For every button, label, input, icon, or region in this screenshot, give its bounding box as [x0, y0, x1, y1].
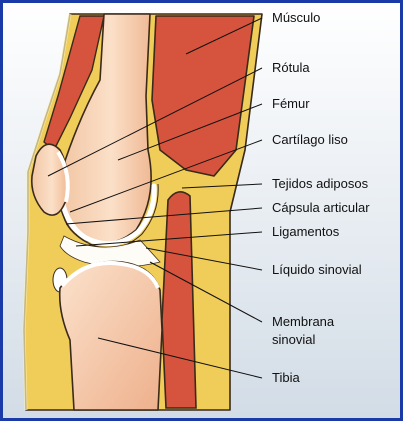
label-ligamentos: Ligamentos	[272, 224, 339, 240]
calf-muscle	[162, 192, 196, 408]
label-capsula: Cápsula articular	[272, 200, 370, 216]
label-tibia: Tibia	[272, 370, 300, 386]
tibia-bone	[60, 262, 162, 410]
label-liquido: Líquido sinovial	[272, 262, 362, 278]
label-musculo: Músculo	[272, 10, 320, 26]
label-rotula: Rótula	[272, 60, 310, 76]
label-membrana-line2: sinovial	[272, 332, 315, 348]
label-cartilago: Cartílago liso	[272, 132, 348, 148]
label-membrana-line1: Membrana	[272, 314, 334, 330]
label-tejidos: Tejidos adiposos	[272, 176, 368, 192]
label-femur: Fémur	[272, 96, 310, 112]
